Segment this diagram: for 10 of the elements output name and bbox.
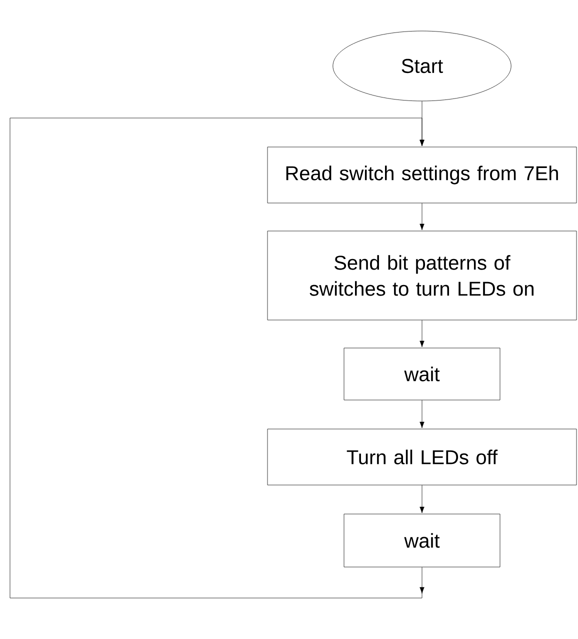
process-box: wait xyxy=(344,348,500,400)
process-box: Send bit patterns of switches to turn LEDs on xyxy=(267,230,577,320)
process-box: wait xyxy=(344,514,500,568)
loop-arrow xyxy=(10,118,424,598)
arrow xyxy=(420,203,424,230)
arrow xyxy=(420,400,424,428)
arrow xyxy=(420,320,424,348)
process-box: Read switch settings from 7Eh xyxy=(267,146,577,204)
process-box: Turn all LEDs off xyxy=(267,428,577,486)
arrow xyxy=(420,485,424,514)
